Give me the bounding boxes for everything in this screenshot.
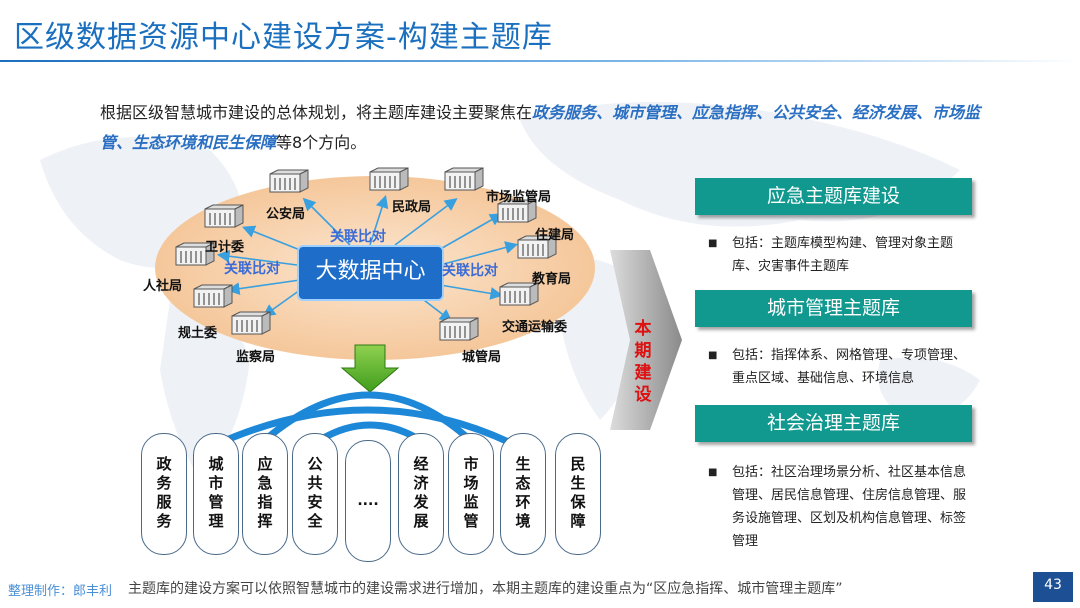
node-chengguan: 城管局 — [462, 350, 502, 365]
pill-direction: 政务服务 — [141, 433, 187, 555]
node-jiaotong: 交通运输委 — [502, 320, 568, 335]
down-arrow-icon — [340, 344, 400, 393]
topic-city-management-desc: ■ 包括：指挥体系、网格管理、专项管理、重点区域、基础信息、环境信息 — [708, 344, 973, 390]
node-weiji: 卫计委 — [205, 240, 245, 255]
title-underline — [0, 60, 1080, 62]
building-icon-chengguan — [439, 317, 479, 341]
topic-desc-text: 包括：主题库模型构建、管理对象主题库、灾害事件主题库 — [732, 236, 954, 274]
intro-highlight: 政务服务、城市管理、应急指挥、公共安全、经济发展、市场监管、生态环境和民生保障 — [100, 103, 981, 152]
topic-social-governance: 社会治理主题库 — [695, 405, 972, 442]
building-icons — [175, 167, 557, 341]
page-number: 43 — [1033, 572, 1073, 602]
building-icon-weiji — [204, 204, 244, 228]
right-arrow-icon — [610, 250, 682, 430]
node-jiaoyu: 教育局 — [532, 272, 572, 287]
current-phase-label: 本期建设 — [634, 319, 652, 405]
node-guitu: 规土委 — [178, 326, 218, 341]
pill-direction: 生态环境 — [500, 433, 546, 555]
intro-paragraph: 根据区级智慧城市建设的总体规划，将主题库建设主要聚焦在政务服务、城市管理、应急指… — [100, 98, 1000, 158]
intro-text-1: 根据区级智慧城市建设的总体规划，将主题库建设主要聚焦在 — [100, 103, 533, 122]
topic-city-management: 城市管理主题库 — [695, 290, 972, 327]
pill-direction: 城市管理 — [193, 433, 239, 555]
pill-direction: 市场监管 — [448, 433, 494, 555]
node-zhujian: 住建局 — [535, 228, 575, 243]
node-renshe: 人社局 — [143, 279, 183, 294]
building-icon-renshe — [175, 242, 215, 266]
building-icon-shichang — [444, 167, 484, 191]
data-hub-diagram — [155, 167, 595, 449]
node-shichang: 市场监管局 — [486, 190, 552, 205]
relation-label-top: 关联比对 — [330, 229, 386, 245]
pill-direction: 经济发展 — [398, 433, 444, 555]
building-icon-minzheng — [369, 167, 409, 191]
topic-emergency: 应急主题库建设 — [695, 178, 972, 215]
pill-direction: 应急指挥 — [242, 433, 288, 555]
node-jiancha: 监察局 — [236, 350, 276, 365]
relation-label-left: 关联比对 — [224, 261, 280, 277]
building-icon-jiancha — [231, 311, 271, 335]
relation-label-right: 关联比对 — [442, 263, 498, 279]
building-icon-jiaoyu — [517, 235, 557, 259]
bullet-icon: ■ — [708, 350, 718, 361]
building-icon-jiaotong — [499, 282, 539, 306]
node-gongan: 公安局 — [266, 207, 306, 222]
node-minzheng: 民政局 — [392, 200, 432, 215]
topic-emergency-desc: ■ 包括：主题库模型构建、管理对象主题库、灾害事件主题库 — [708, 232, 973, 278]
pill-direction: 民生保障 — [555, 433, 601, 555]
intro-text-2: 等8个方向。 — [276, 133, 367, 152]
footer-note: 主题库的建设方案可以依照智慧城市的建设需求进行增加，本期主题库的建设重点为“区应… — [128, 581, 843, 597]
topic-social-governance-desc: ■ 包括：社区治理场景分析、社区基本信息管理、居民信息管理、住房信息管理、服务设… — [708, 461, 973, 553]
building-icon-guitu — [193, 284, 233, 308]
pill-ellipsis: .... — [345, 440, 391, 562]
page-title: 区级数据资源中心建设方案-构建主题库 — [14, 20, 553, 55]
footer-credit: 整理制作：郎丰利 — [8, 584, 113, 599]
topic-desc-text: 包括：指挥体系、网格管理、专项管理、重点区域、基础信息、环境信息 — [732, 348, 967, 386]
building-icon-zhujian — [497, 199, 537, 223]
bullet-icon: ■ — [708, 467, 718, 478]
big-data-center-box: 大数据中心 — [297, 245, 444, 301]
building-icon-gongan — [269, 169, 309, 193]
bullet-icon: ■ — [708, 238, 718, 249]
topic-desc-text: 包括：社区治理场景分析、社区基本信息管理、居民信息管理、住房信息管理、服务设施管… — [732, 465, 967, 549]
pill-direction: 公共安全 — [292, 433, 338, 555]
